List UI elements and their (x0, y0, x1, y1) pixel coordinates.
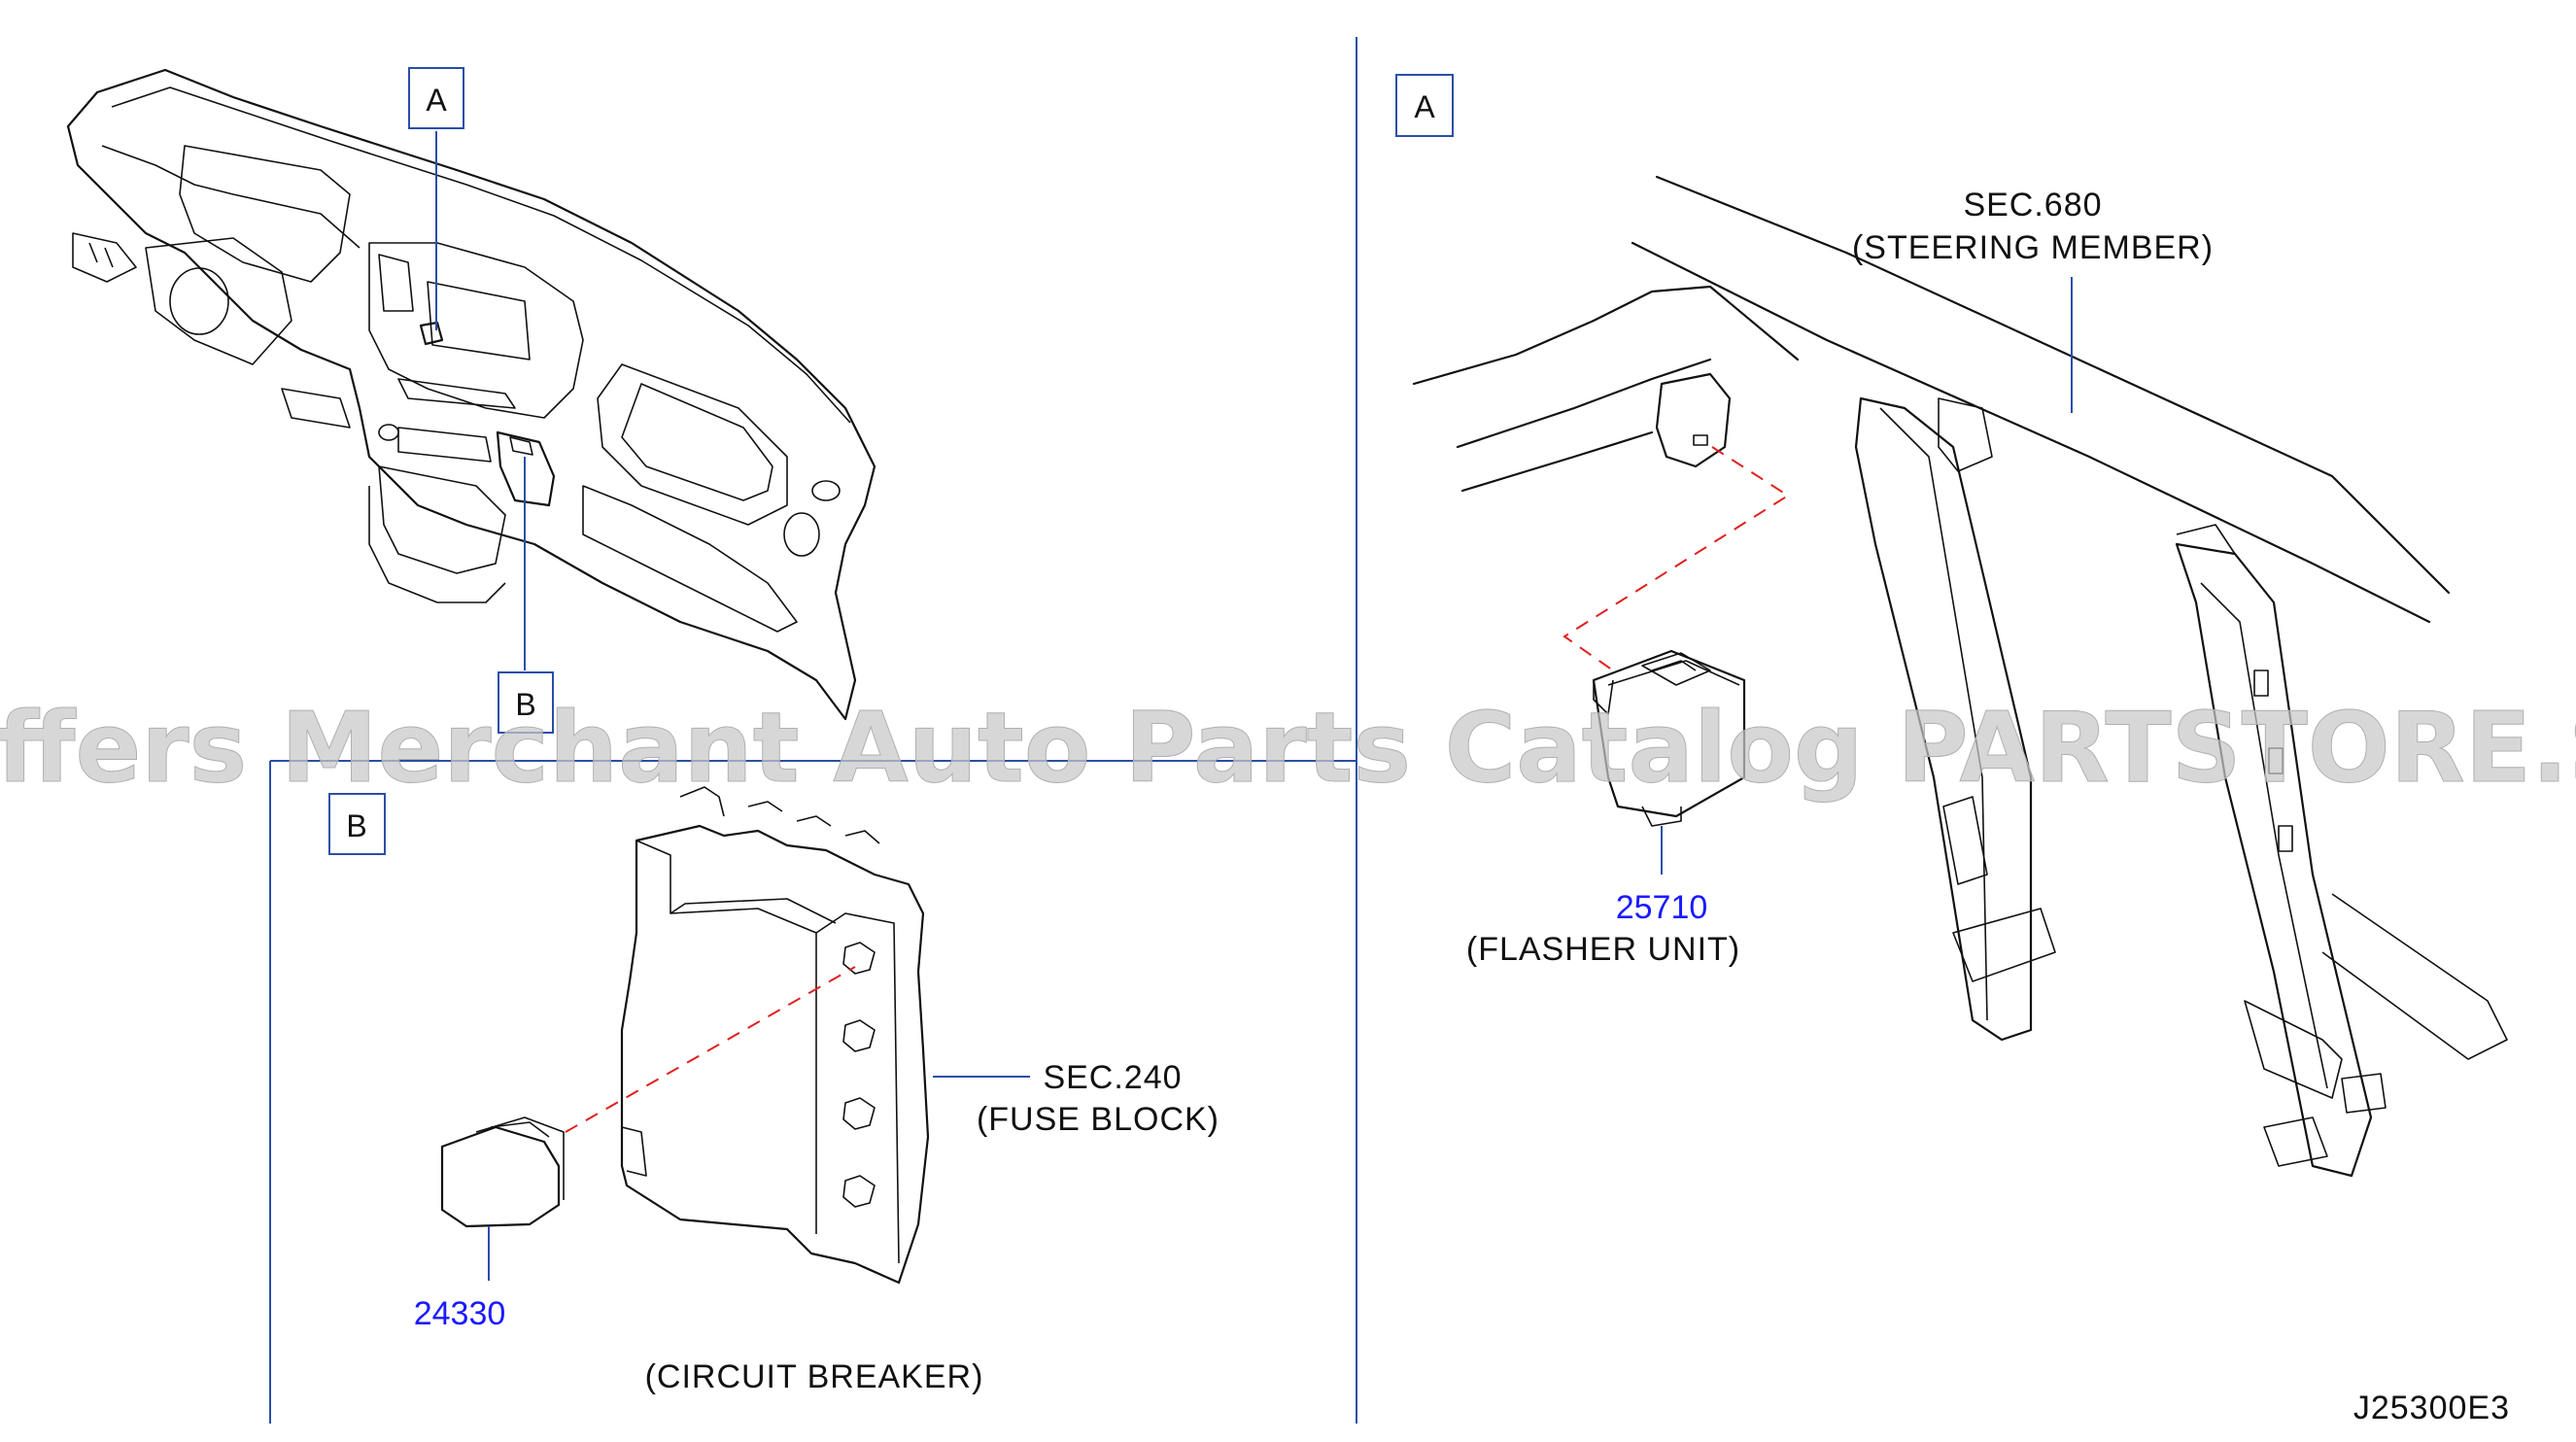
flasher-unit-drawing (1592, 649, 1746, 875)
drawing-code: J25300E3 (2353, 1390, 2510, 1426)
svg-text:A: A (1414, 89, 1435, 124)
svg-text:(FLASHER UNIT): (FLASHER UNIT) (1466, 931, 1740, 968)
panel-dividers (269, 37, 1357, 1424)
circuit-breaker-label: 24330 (CIRCUIT BREAKER) (414, 1295, 984, 1395)
label-box-b-panel: B (328, 793, 386, 855)
circuit-breaker-drawing (440, 1116, 565, 1281)
fuse-block-drawing (620, 786, 1030, 1285)
svg-text:(FUSE BLOCK): (FUSE BLOCK) (977, 1101, 1219, 1138)
watermark-text: Offers Merchant Auto Parts Catalog PARTS… (0, 691, 2576, 805)
svg-text:B: B (346, 808, 366, 843)
svg-text:A: A (426, 83, 447, 118)
flasher-install-line (1563, 446, 1790, 671)
svg-text:B: B (515, 687, 535, 722)
circuit-breaker-install-line (565, 966, 856, 1133)
fuse-block-label: SEC.240 (FUSE BLOCK) (977, 1059, 1219, 1138)
steering-member-label: SEC.680 (STEERING MEMBER) (1852, 187, 2214, 266)
label-box-a-panel: A (1395, 74, 1454, 137)
flasher-unit-label: 25710 (FLASHER UNIT) (1466, 889, 1740, 968)
svg-text:(STEERING MEMBER): (STEERING MEMBER) (1852, 229, 2214, 266)
svg-text:(CIRCUIT BREAKER): (CIRCUIT BREAKER) (645, 1358, 984, 1395)
steering-member-drawing (1412, 175, 2508, 1178)
label-box-b-top: B (498, 671, 554, 734)
svg-text:SEC.680: SEC.680 (1963, 187, 2102, 223)
instrument-panel-drawing (66, 68, 876, 721)
svg-text:25710: 25710 (1616, 889, 1708, 926)
label-box-a-top: A (408, 67, 464, 129)
svg-text:SEC.240: SEC.240 (1043, 1059, 1182, 1096)
svg-text:24330: 24330 (414, 1295, 506, 1332)
